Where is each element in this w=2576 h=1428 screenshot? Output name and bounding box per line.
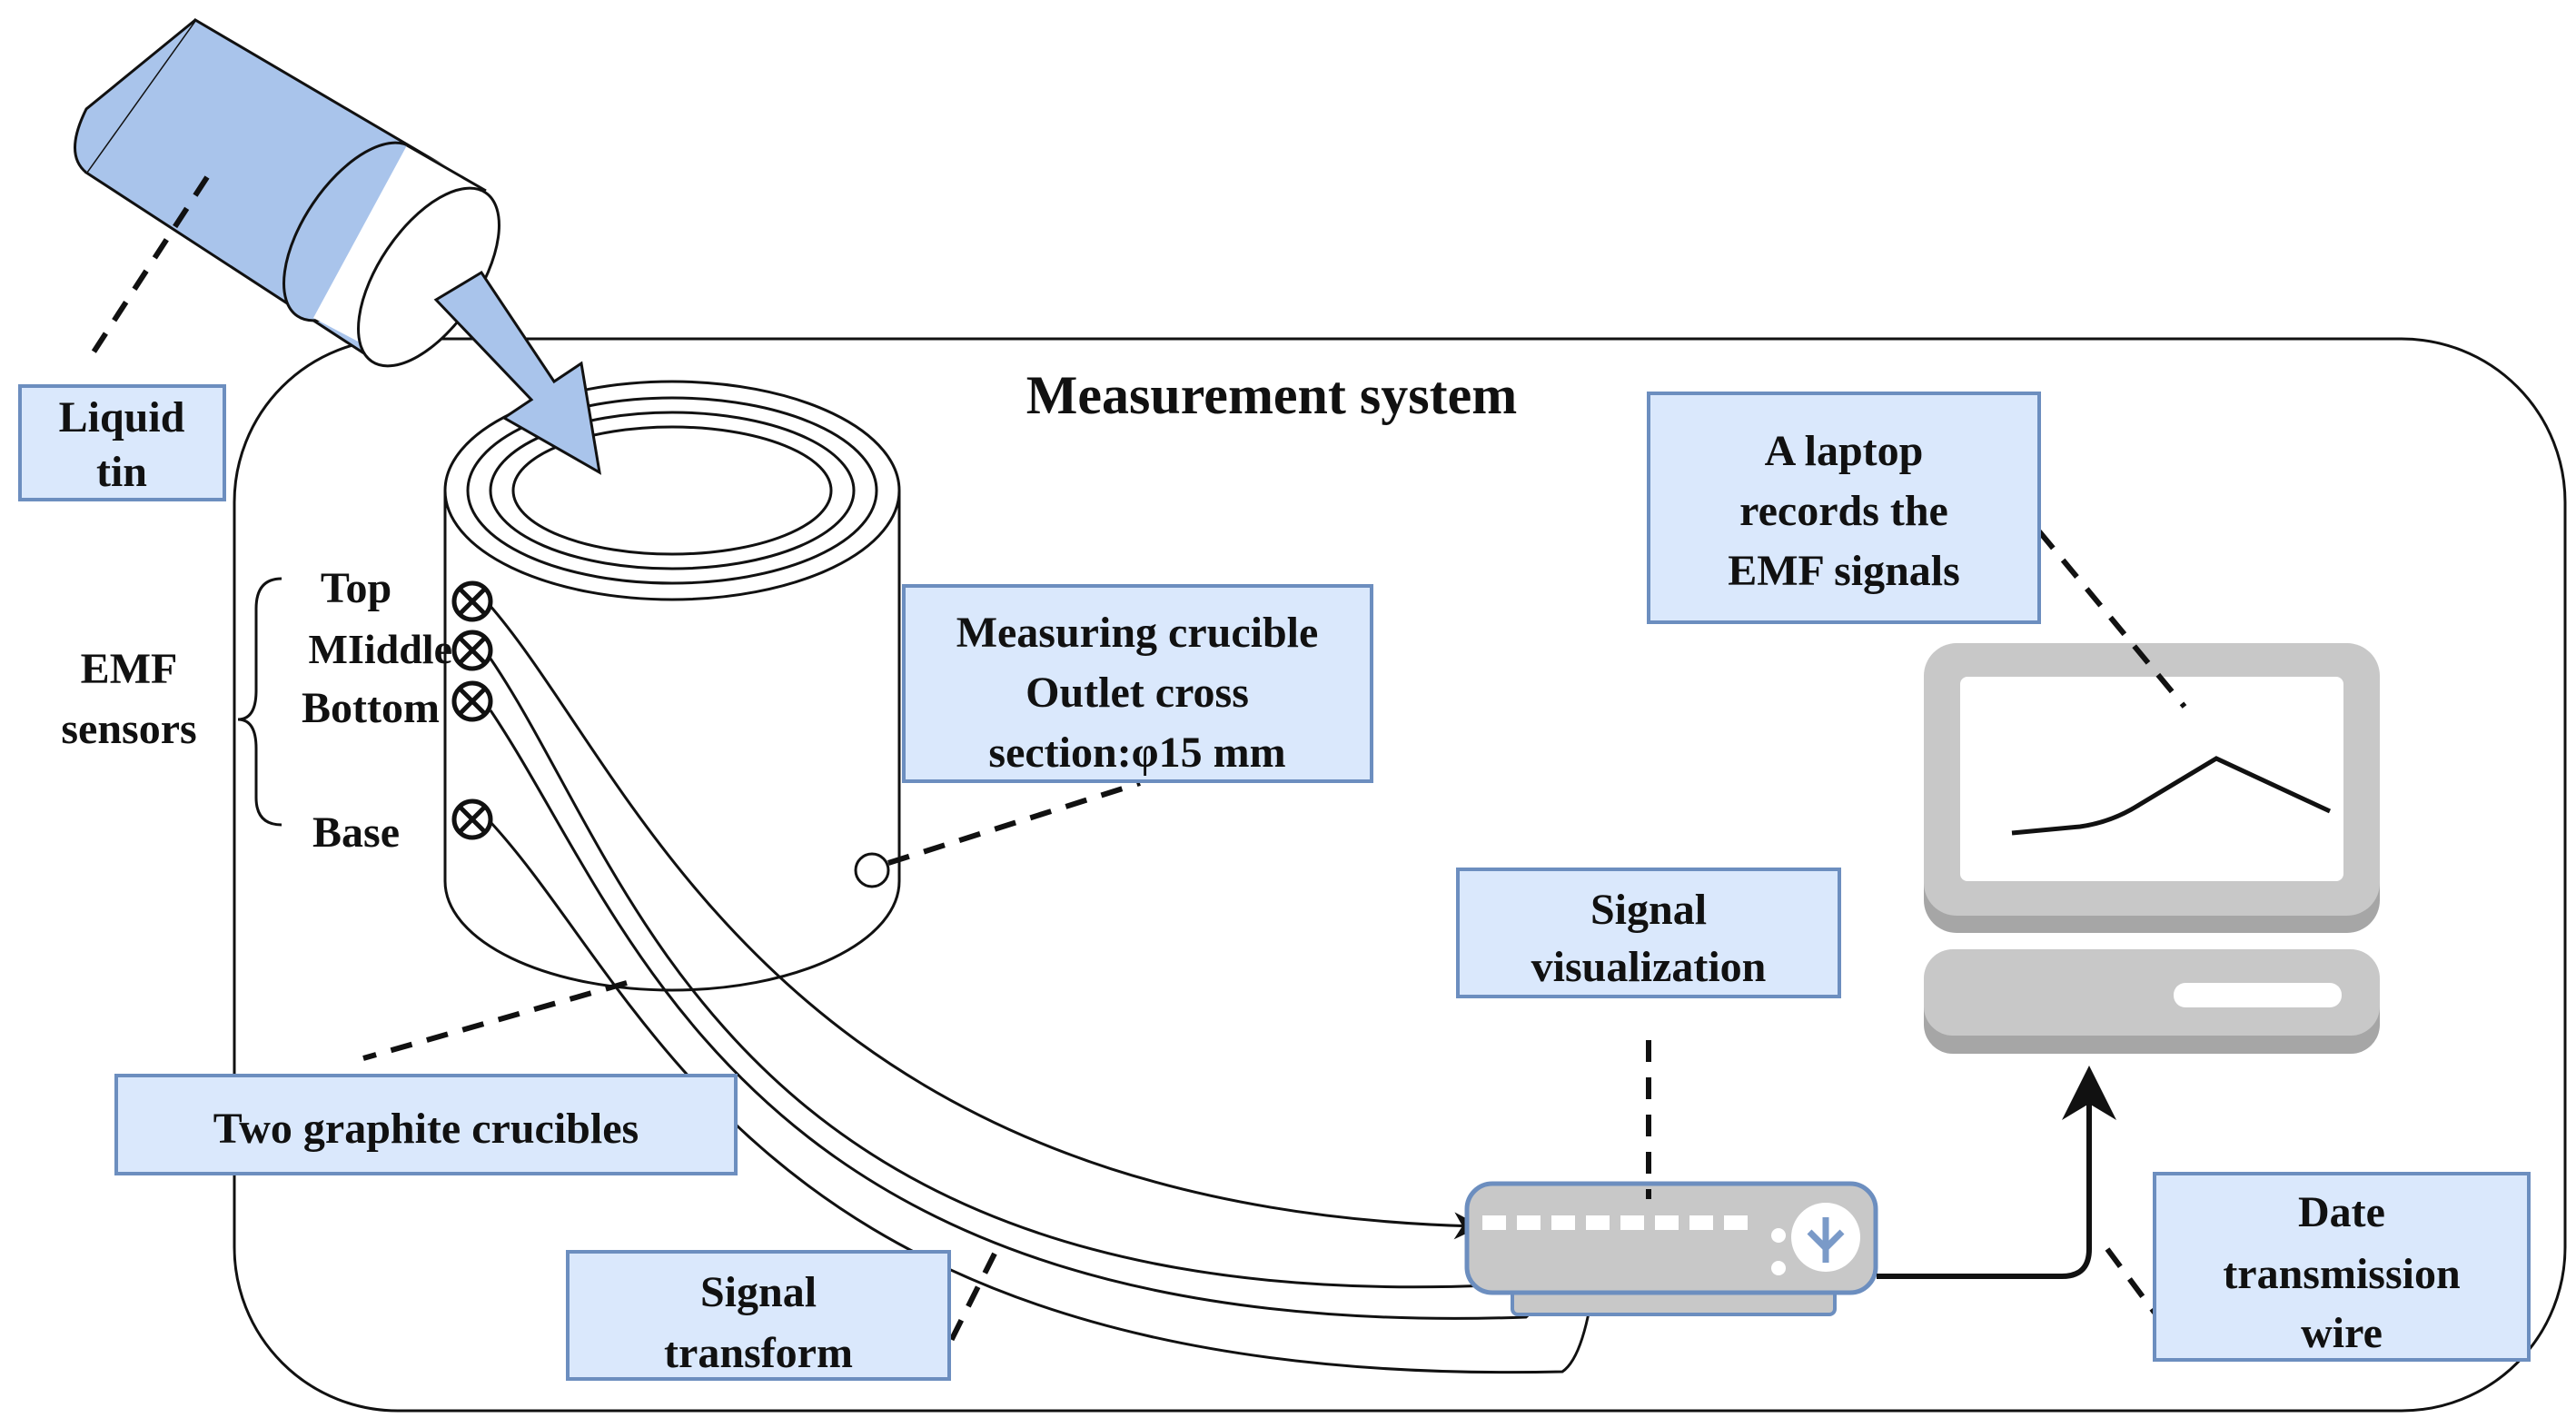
svg-text:section:φ15 mm: section:φ15 mm <box>988 729 1285 777</box>
label-data-transmission-wire: Date transmission wire <box>2153 1172 2531 1362</box>
sensor-label-middle: MIiddle <box>309 626 452 672</box>
label-signal-visualization: Signal visualization <box>1456 868 1841 998</box>
svg-text:sensors: sensors <box>61 705 196 753</box>
svg-text:EMF signals: EMF signals <box>1728 547 1960 595</box>
sensor-label-top: Top <box>321 564 391 612</box>
svg-text:EMF: EMF <box>81 645 178 693</box>
label-measuring-crucible: Measuring crucible Outlet cross section:… <box>902 584 1373 783</box>
svg-text:Signal: Signal <box>1590 886 1707 934</box>
page-title: Measurement system <box>1026 365 1517 425</box>
signal-converter-icon <box>1464 1181 1878 1316</box>
sensor-label-base: Base <box>312 808 400 857</box>
pour-arrow-icon <box>433 270 601 475</box>
svg-text:Two graphite crucibles: Two graphite crucibles <box>213 1105 639 1153</box>
label-liquid-tin: Liquid tin <box>18 384 226 501</box>
emf-sensor-icon <box>451 580 493 840</box>
label-laptop: A laptop records the EMF signals <box>1647 392 2041 624</box>
label-two-graphite-crucibles: Two graphite crucibles <box>114 1074 738 1175</box>
measurement-system-boundary <box>233 337 2567 1413</box>
svg-text:records the: records the <box>1739 487 1948 535</box>
svg-text:Liquid: Liquid <box>59 393 185 441</box>
dashed-leaders <box>84 175 2187 1346</box>
svg-text:wire: wire <box>2301 1309 2383 1357</box>
label-signal-transform: Signal transform <box>566 1250 951 1381</box>
svg-text:tin: tin <box>96 448 147 496</box>
data-transmission-wire <box>1877 1066 2116 1279</box>
svg-text:transform: transform <box>664 1329 853 1377</box>
svg-text:transmission: transmission <box>2223 1250 2460 1298</box>
svg-text:visualization: visualization <box>1531 943 1767 991</box>
laptop-icon <box>1924 643 2380 1054</box>
emf-sensor-brace <box>237 577 282 827</box>
svg-text:Date: Date <box>2298 1188 2385 1236</box>
crucible-outlet <box>854 852 890 888</box>
label-emf-sensors: EMF sensors <box>61 645 196 753</box>
svg-text:Measuring crucible: Measuring crucible <box>956 609 1319 657</box>
sensor-label-bottom: Bottom <box>302 684 440 732</box>
svg-text:A laptop: A laptop <box>1765 427 1924 475</box>
graphite-crucible-icon <box>443 380 901 992</box>
svg-text:Signal: Signal <box>700 1268 817 1316</box>
svg-text:Outlet cross: Outlet cross <box>1025 669 1249 717</box>
liquid-tin-ladle-icon <box>74 18 500 368</box>
